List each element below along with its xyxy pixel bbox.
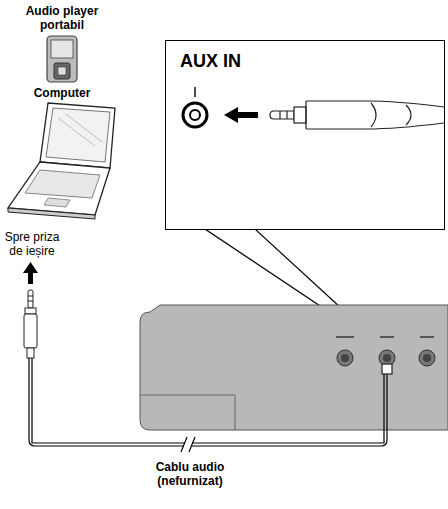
audio-cable: [29, 358, 392, 452]
port-label: AUX IN: [166, 41, 444, 72]
text-label: Spre priza de ieșire: [0, 230, 64, 258]
laptop-icon: [8, 103, 115, 219]
direction-arrow: [23, 262, 38, 284]
audio-plug: [24, 290, 37, 358]
audio-player-icon: [47, 36, 77, 82]
device-body: [140, 305, 448, 430]
text-label: Computer: [14, 86, 110, 100]
callout-box: AUX IN: [165, 40, 445, 230]
text-label: Cablu audio (nefurnizat): [130, 460, 250, 488]
text-label: Audio player portabil: [14, 4, 110, 32]
